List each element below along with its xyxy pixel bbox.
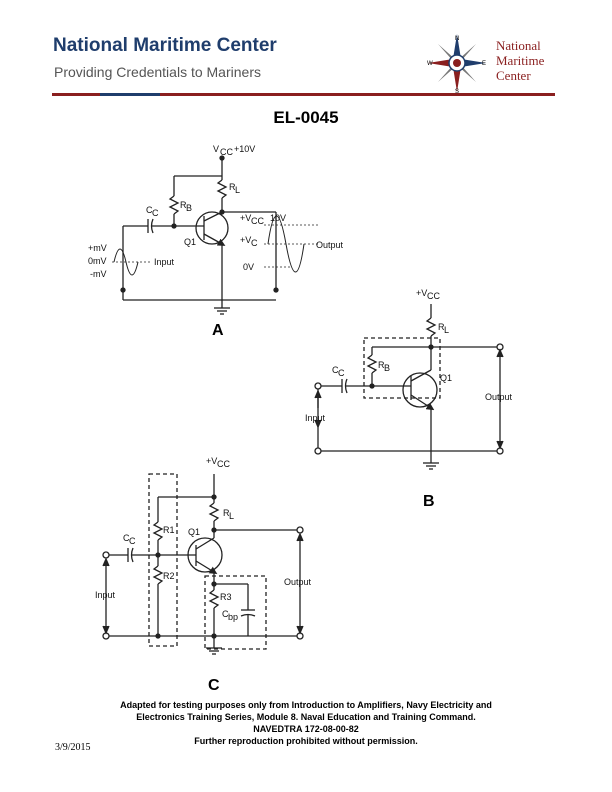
c-output-label: Output [284,577,312,587]
b-input-label: Input [305,413,326,423]
circuit-b [314,304,504,470]
a-cc: C [146,205,153,215]
circuit-a-label: A [212,322,224,339]
circuit-c [102,473,304,655]
logo-text: National Maritime Center [496,38,544,83]
circuit-c-labels: +V CC R L R1 R2 R3 C bp C C Q1 Input Out… [95,456,312,694]
logo-line-1: National [496,38,541,53]
a-vcc-out-sub: CC [251,216,264,226]
c-cc: C [123,533,130,543]
a-vcc-value: +10V [234,144,255,154]
b-cc: C [332,365,339,375]
a-vcc-out: +V [240,213,251,223]
c-cbp: C [222,609,229,619]
c-vcc: +V [206,456,217,466]
logo-line-2: Maritime [496,53,545,68]
b-rl: R [438,322,445,332]
footer-line-4: Further reproduction prohibited without … [194,736,418,746]
header-subtitle: Providing Credentials to Mariners [54,64,261,80]
footer-credits: Adapted for testing purposes only from I… [60,699,552,747]
c-r3: R3 [220,592,232,602]
c-vcc-sub: CC [217,459,230,469]
c-r1: R1 [163,525,175,535]
header-rule-accent [100,93,160,96]
a-vcc-sub: CC [220,147,233,157]
c-q1: Q1 [188,527,200,537]
a-vcc-out-val: 10V [270,213,286,223]
a-vc: +V [240,235,251,245]
c-cc-sub: C [129,536,136,546]
footer-date: 3/9/2015 [55,742,91,753]
document-id: EL-0045 [273,108,339,127]
c-rl-sub: L [229,511,234,521]
logo-line-3: Center [496,68,531,83]
b-q1: Q1 [440,373,452,383]
c-cbp-sub: bp [228,612,238,622]
compass-w: W [427,61,433,67]
a-input-label: Input [154,257,175,267]
compass-s: S [455,89,459,94]
circuit-b-labels: +V CC R L R B C C Q1 Input Output B [305,288,513,510]
a-minus-mv: -mV [90,269,107,279]
header-rule [52,93,555,96]
footer-line-2: Electronics Training Series, Module 8. N… [136,712,476,722]
footer-line-1: Adapted for testing purposes only from I… [120,700,492,710]
circuit-a [112,155,318,315]
c-r2: R2 [163,571,175,581]
b-vcc-sub: CC [427,291,440,301]
b-rb: R [378,360,385,370]
circuit-c-label: C [208,677,220,694]
b-cc-sub: C [338,368,345,378]
compass-logo-icon: N S E W [427,34,486,94]
a-rl: R [229,182,236,192]
a-plus-mv: +mV [88,243,107,253]
c-input-label: Input [95,590,116,600]
a-zero-v: 0V [243,262,254,272]
a-vcc: V [213,144,219,154]
compass-e: E [482,61,486,67]
a-vc-sub: C [251,238,258,248]
a-q1: Q1 [184,237,196,247]
a-zero-mv: 0mV [88,256,107,266]
a-rl-sub: L [235,185,240,195]
b-vcc: +V [416,288,427,298]
a-rb: R [180,200,187,210]
circuit-a-labels: V CC +10V R L R B C C Q1 +mV 0mV -mV Inp… [88,144,344,339]
b-rl-sub: L [444,325,449,335]
c-rl: R [223,508,230,518]
b-output-label: Output [485,392,513,402]
circuit-b-label: B [423,493,435,510]
b-rb-sub: B [384,363,390,373]
footer-line-3: NAVEDTRA 172-08-00-82 [253,724,359,734]
a-cc-sub: C [152,208,159,218]
a-output-label: Output [316,240,344,250]
compass-n: N [455,36,459,42]
a-rb-sub: B [186,203,192,213]
header-title: National Maritime Center [53,35,277,56]
